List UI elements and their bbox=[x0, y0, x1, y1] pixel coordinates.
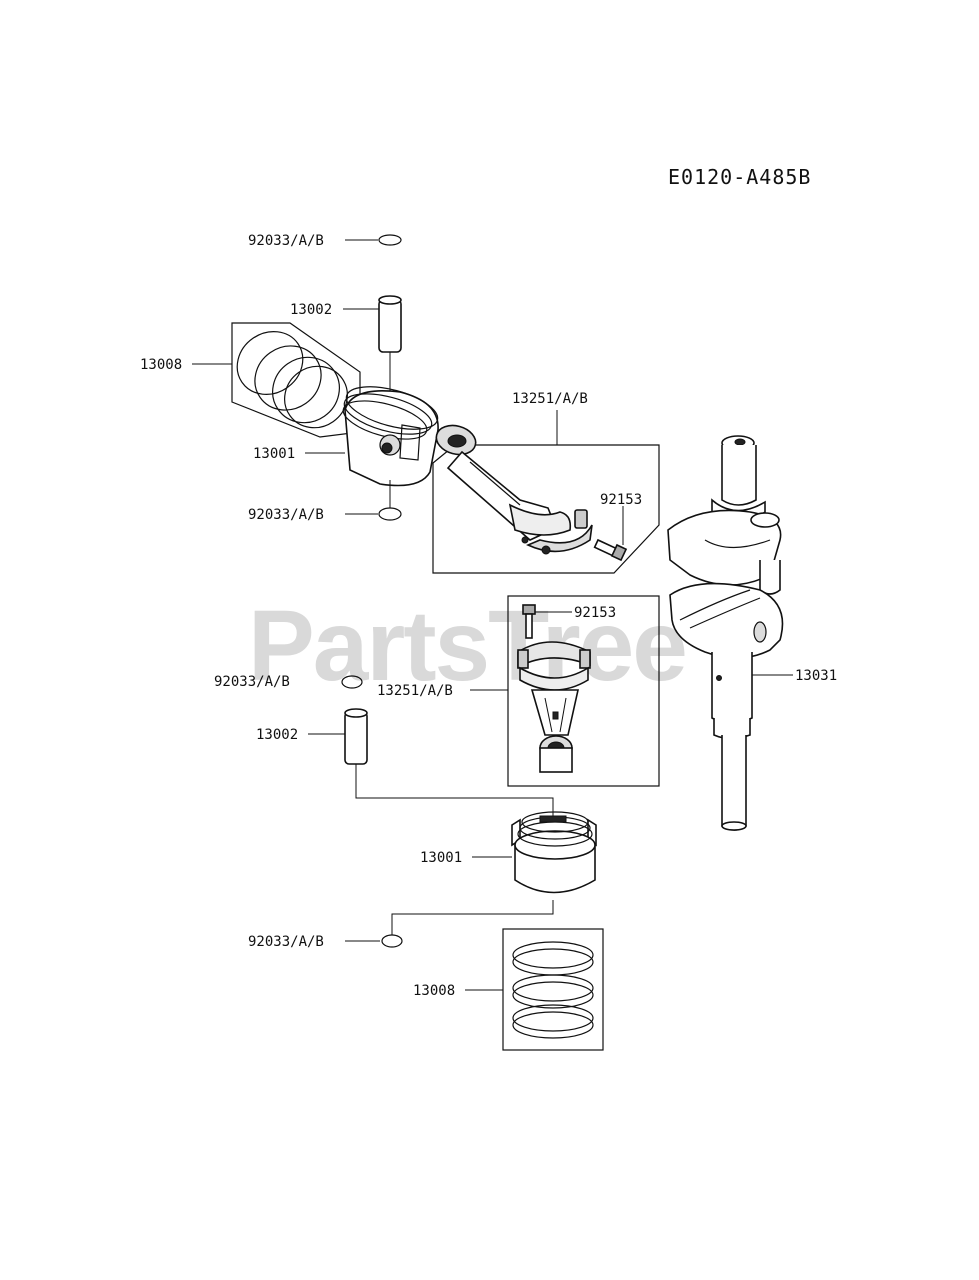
callout-13251-lower[interactable]: 13251/A/B bbox=[377, 683, 453, 699]
callout-13002-lower[interactable]: 13002 bbox=[256, 727, 298, 743]
callout-13001-lower[interactable]: 13001 bbox=[420, 850, 462, 866]
rod-bolt-upper[interactable] bbox=[593, 538, 628, 562]
piston-ring-set-upper[interactable] bbox=[225, 319, 361, 440]
piston-upper[interactable] bbox=[339, 378, 442, 487]
upper-rod-group: 13251/A/B 92153 bbox=[432, 391, 660, 574]
watermark: PartsTree bbox=[248, 590, 686, 702]
circlip-lower-1[interactable] bbox=[341, 675, 363, 689]
callout-13031[interactable]: 13031 bbox=[795, 668, 837, 684]
callout-13251-upper[interactable]: 13251/A/B bbox=[512, 391, 588, 407]
circlip-upper-2[interactable] bbox=[378, 507, 402, 521]
circlip-lower-2[interactable] bbox=[381, 934, 403, 948]
piston-lower[interactable] bbox=[511, 811, 597, 894]
callout-13008-lower[interactable]: 13008 bbox=[413, 983, 455, 999]
crankshaft[interactable] bbox=[667, 435, 784, 831]
lower-piston-group: 92033/A/B 13002 13001 92033/A/B bbox=[214, 674, 604, 1051]
callout-92033-lower-1[interactable]: 92033/A/B bbox=[214, 674, 290, 690]
piston-pin-lower[interactable] bbox=[344, 708, 368, 765]
piston-pin-upper[interactable] bbox=[378, 295, 402, 353]
callout-13002-upper[interactable]: 13002 bbox=[290, 302, 332, 318]
rod-box-lower bbox=[507, 595, 660, 787]
callout-92033-upper-1[interactable]: 92033/A/B bbox=[248, 233, 324, 249]
upper-piston-group: 92033/A/B 13002 13008 bbox=[140, 233, 442, 523]
callout-92033-upper-2[interactable]: 92033/A/B bbox=[248, 507, 324, 523]
circlip-upper-1[interactable] bbox=[378, 234, 402, 246]
callout-92153-lower[interactable]: 92153 bbox=[574, 605, 616, 621]
connecting-rod-lower[interactable] bbox=[517, 641, 591, 773]
connecting-rod-upper[interactable] bbox=[433, 421, 593, 555]
callout-92153-upper[interactable]: 92153 bbox=[600, 492, 642, 508]
rod-bolt-lower[interactable] bbox=[522, 604, 536, 639]
piston-ring-set-lower[interactable] bbox=[502, 928, 604, 1051]
callout-13008-upper[interactable]: 13008 bbox=[140, 357, 182, 373]
callout-92033-lower-2[interactable]: 92033/A/B bbox=[248, 934, 324, 950]
callout-13001-upper[interactable]: 13001 bbox=[253, 446, 295, 462]
diagram-code: E0120-A485B bbox=[668, 165, 811, 189]
lower-rod-group: 92153 13251/A/B bbox=[377, 595, 660, 787]
